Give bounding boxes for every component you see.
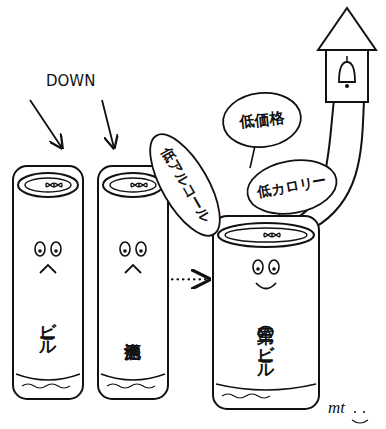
tower-body [326,48,368,102]
can-rim [22,384,70,388]
down-arrow [102,100,114,148]
bell-clapper [345,84,349,88]
can-lid [18,173,78,197]
can-label: 発泡酒 [124,293,143,365]
bubble-tail [250,146,255,168]
bubble-outline [243,154,341,221]
can-rim [16,374,80,380]
can-tab [131,183,147,186]
can-eye [253,260,263,274]
can-rim [216,384,316,390]
can-body [213,216,319,409]
can-rim [222,394,270,398]
can-pupil [123,249,127,253]
can-rim [101,374,165,380]
can-label: ビール [39,293,58,365]
signature: mt [328,398,345,418]
can-pupil [139,249,143,253]
down-arrow [30,100,62,148]
can-pupil [38,249,42,253]
can-pupil [256,267,260,271]
speech-bubble: 低カロリー [242,152,342,221]
beer-can: ビール [12,165,84,400]
can-lid [110,178,156,192]
speech-bubble: 低価格 [219,88,304,152]
can-eye [51,242,61,256]
can-tab [46,183,62,186]
can-outline [212,215,320,410]
bell [339,62,355,82]
can-eye [35,242,45,256]
can-body [98,166,168,399]
trend-label: DOWN [46,72,95,90]
can-pupil [54,249,58,253]
can-body [13,166,83,399]
beer-can: 発泡酒 [97,165,169,400]
can-lid [25,178,71,192]
tower-roof [318,8,376,50]
dotted-arrow [172,278,209,280]
can-mouth [256,283,276,289]
can-tab [264,233,280,236]
can-eye [120,242,130,256]
can-outline [12,165,84,400]
can-lid [225,228,307,242]
can-mouth [40,265,56,273]
bubble-outline [220,89,303,151]
can-lid [103,173,163,197]
can-outline [97,165,169,400]
can-rim [107,384,155,388]
bubble-outline [137,124,234,246]
beer-can: 第三のビール [212,215,320,410]
can-label: 第三のビール [257,313,276,371]
signature-mark [363,411,365,413]
can-mouth [125,265,141,273]
can-lid [218,223,314,247]
signature-mark [352,420,368,423]
can-eye [269,260,279,274]
signature-mark [354,411,356,413]
can-pupil [272,267,276,271]
bell-hook [346,56,348,62]
can-eye [136,242,146,256]
